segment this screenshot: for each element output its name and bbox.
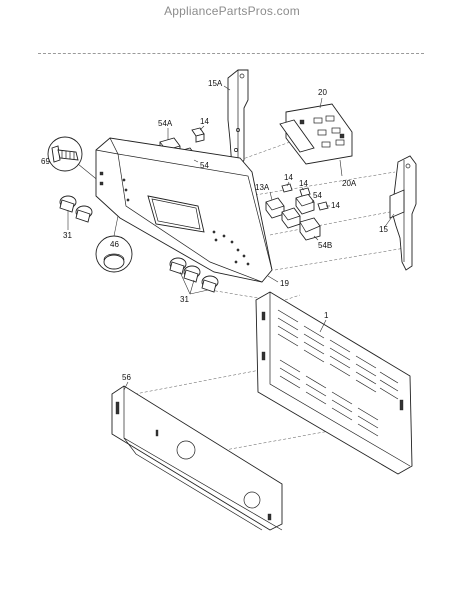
callout-54a: 54A [158, 119, 173, 128]
part-1-rear-vent-panel [255, 291, 413, 475]
vent-slots [277, 309, 399, 437]
callout-15: 15 [379, 225, 388, 234]
callout-13a: 13A [255, 183, 270, 192]
callout-14-right-a: 14 [284, 173, 293, 182]
part-13a-54b-switch-cluster [265, 183, 329, 241]
callout-31-lower: 31 [180, 295, 189, 304]
callout-46: 46 [110, 240, 119, 249]
callout-56: 56 [122, 373, 131, 382]
callout-14-right-c: 14 [331, 201, 340, 210]
part-69-screw-detail [47, 136, 101, 183]
part-31-knobs-lower [169, 257, 219, 293]
header-divider [38, 53, 424, 54]
part-20-control-board [279, 103, 353, 165]
callout-31-left: 31 [63, 231, 72, 240]
callout-leaders [67, 85, 395, 391]
part-31-knobs-left [59, 195, 93, 223]
part-19-control-panel [95, 137, 273, 283]
callout-19: 19 [280, 279, 289, 288]
site-watermark: AppliancePartsPros.com [164, 4, 300, 18]
callout-54-right: 54 [313, 191, 322, 200]
callout-14-right-b: 14 [299, 179, 308, 188]
part-46-knob-detail [95, 215, 133, 273]
part-15a-left-end-bracket [227, 69, 249, 169]
callout-labels: 15A 20 20A 54A 14 54 69 13A 14 14 54 14 … [41, 79, 388, 382]
panel-key-slots [122, 178, 250, 266]
callout-20: 20 [318, 88, 327, 97]
callout-15a: 15A [208, 79, 223, 88]
callout-69: 69 [41, 157, 50, 166]
callout-14-upper: 14 [200, 117, 209, 126]
callout-1: 1 [324, 311, 329, 320]
part-15-right-end-bracket [389, 155, 417, 271]
callout-54-upper: 54 [200, 161, 209, 170]
callout-54b: 54B [318, 241, 332, 250]
part-56-back-plate [111, 385, 283, 531]
callout-20a: 20A [342, 179, 357, 188]
